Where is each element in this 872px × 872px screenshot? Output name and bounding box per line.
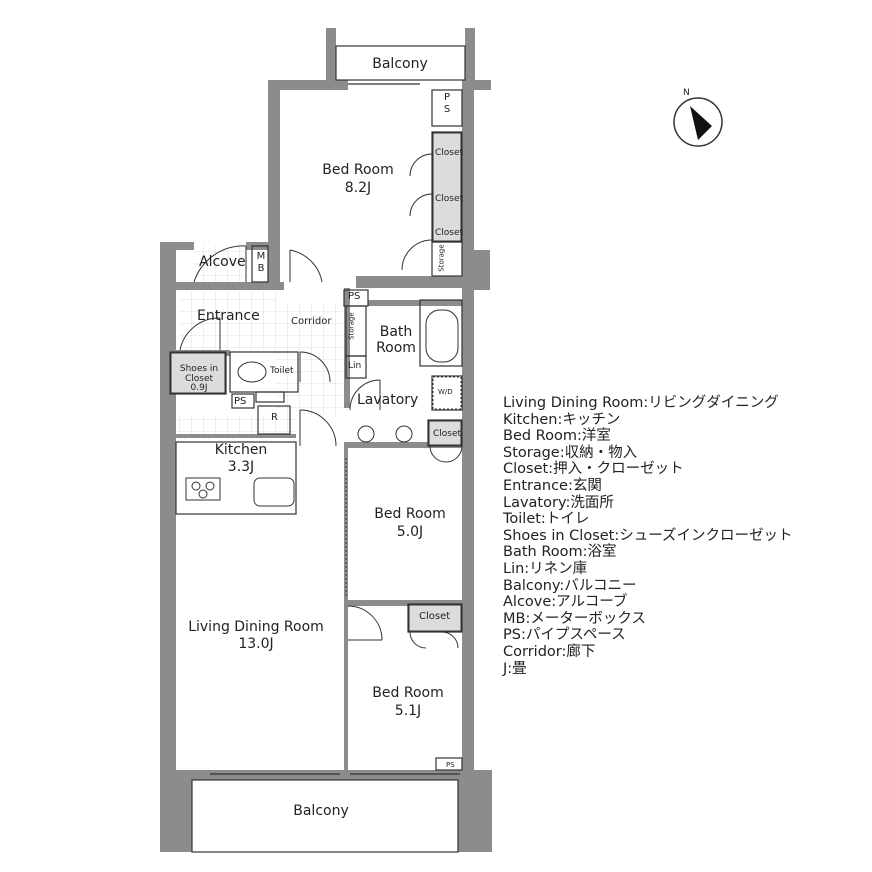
legend-entry: Corridor:廊下	[503, 643, 596, 660]
living-dining-label: Living Dining Room	[188, 619, 324, 635]
ps-low-label: PS	[446, 761, 455, 769]
storage-corridor-label: Storage	[347, 312, 356, 340]
shoes-closet-label: Shoes in Closet	[179, 364, 219, 385]
bed-room-8-label: Bed Room	[322, 162, 394, 178]
bathtub	[425, 309, 459, 363]
closet-bed3-label: Closet	[419, 611, 451, 622]
fixtures	[185, 309, 462, 598]
ps-top-label: P S	[443, 92, 451, 115]
legend-entry: Bath Room:浴室	[503, 544, 617, 561]
wd-label: W/D	[438, 388, 453, 396]
ps-left-label: PS	[234, 396, 247, 407]
legend-entry: Storage:収納・物入	[503, 444, 638, 461]
north-arrow	[673, 97, 723, 147]
legend-entry: Balcony:バルコニー	[503, 577, 637, 594]
bed-room-8-size: 8.2J	[344, 180, 372, 196]
legend-entry: Lin:リネン庫	[503, 560, 588, 577]
bed-room-5-1-label: Bed Room	[372, 685, 444, 701]
tile-floor	[178, 246, 344, 438]
balcony-top-label: Balcony	[372, 56, 428, 72]
lin-label: Lin	[348, 361, 362, 371]
r-label: R	[271, 412, 278, 423]
closet-1-label: Closet	[434, 148, 464, 158]
lavatory-label: Lavatory	[357, 392, 419, 408]
living-dining-size: 13.0J	[238, 636, 274, 652]
legend-entry: Toilet:トイレ	[503, 511, 590, 528]
bed-room-5-1-size: 5.1J	[394, 703, 422, 719]
sink-2	[395, 425, 413, 443]
legend-entry: Closet:押入・クローゼット	[503, 461, 684, 478]
shoes-closet-size: 0.9J	[190, 383, 208, 393]
kitchen-sink	[253, 477, 295, 507]
doors	[179, 153, 463, 649]
alcove-label: Alcove	[199, 254, 246, 270]
legend-entry: Kitchen:キッチン	[503, 411, 621, 428]
washer-area	[432, 376, 462, 410]
bed-room-5-0-label: Bed Room	[374, 506, 446, 522]
toilet-bowl	[237, 361, 267, 383]
legend-entry: Shoes in Closet:シューズインクローゼット	[503, 527, 793, 544]
legend-entry: PS:パイプスペース	[503, 627, 626, 644]
storage-top-label: Storage	[437, 244, 446, 272]
north-label: N	[683, 88, 690, 98]
ps-mid-label: PS	[348, 291, 361, 302]
legend-entry: J:畳	[503, 660, 527, 677]
entrance-label: Entrance	[197, 308, 260, 324]
legend-entry: MB:メーターボックス	[503, 610, 646, 627]
kitchen-label: Kitchen	[214, 442, 268, 458]
balcony-bottom-label: Balcony	[293, 803, 349, 819]
closet-shading	[170, 132, 462, 632]
legend-entry: Living Dining Room:リビングダイニング	[503, 395, 779, 411]
closet-3-label: Closet	[434, 228, 464, 238]
toilet-label: Toilet	[270, 366, 294, 376]
corridor-label: Corridor	[291, 316, 332, 327]
closet-2-label: Closet	[434, 194, 464, 204]
legend-entry: Bed Room:洋室	[503, 428, 611, 445]
kitchen-size: 3.3J	[227, 459, 255, 475]
sink-1	[357, 425, 375, 443]
stove	[185, 477, 221, 501]
bed-room-5-0-size: 5.0J	[396, 524, 424, 540]
closet-lavatory-label: Closet	[433, 429, 462, 439]
mb-label: M B	[256, 251, 266, 274]
bath-room-label: Bath Room	[376, 324, 416, 357]
legend-entry: Alcove:アルコーブ	[503, 594, 628, 611]
legend-entry: Lavatory:洗面所	[503, 494, 614, 511]
legend-entry: Entrance:玄関	[503, 477, 602, 494]
